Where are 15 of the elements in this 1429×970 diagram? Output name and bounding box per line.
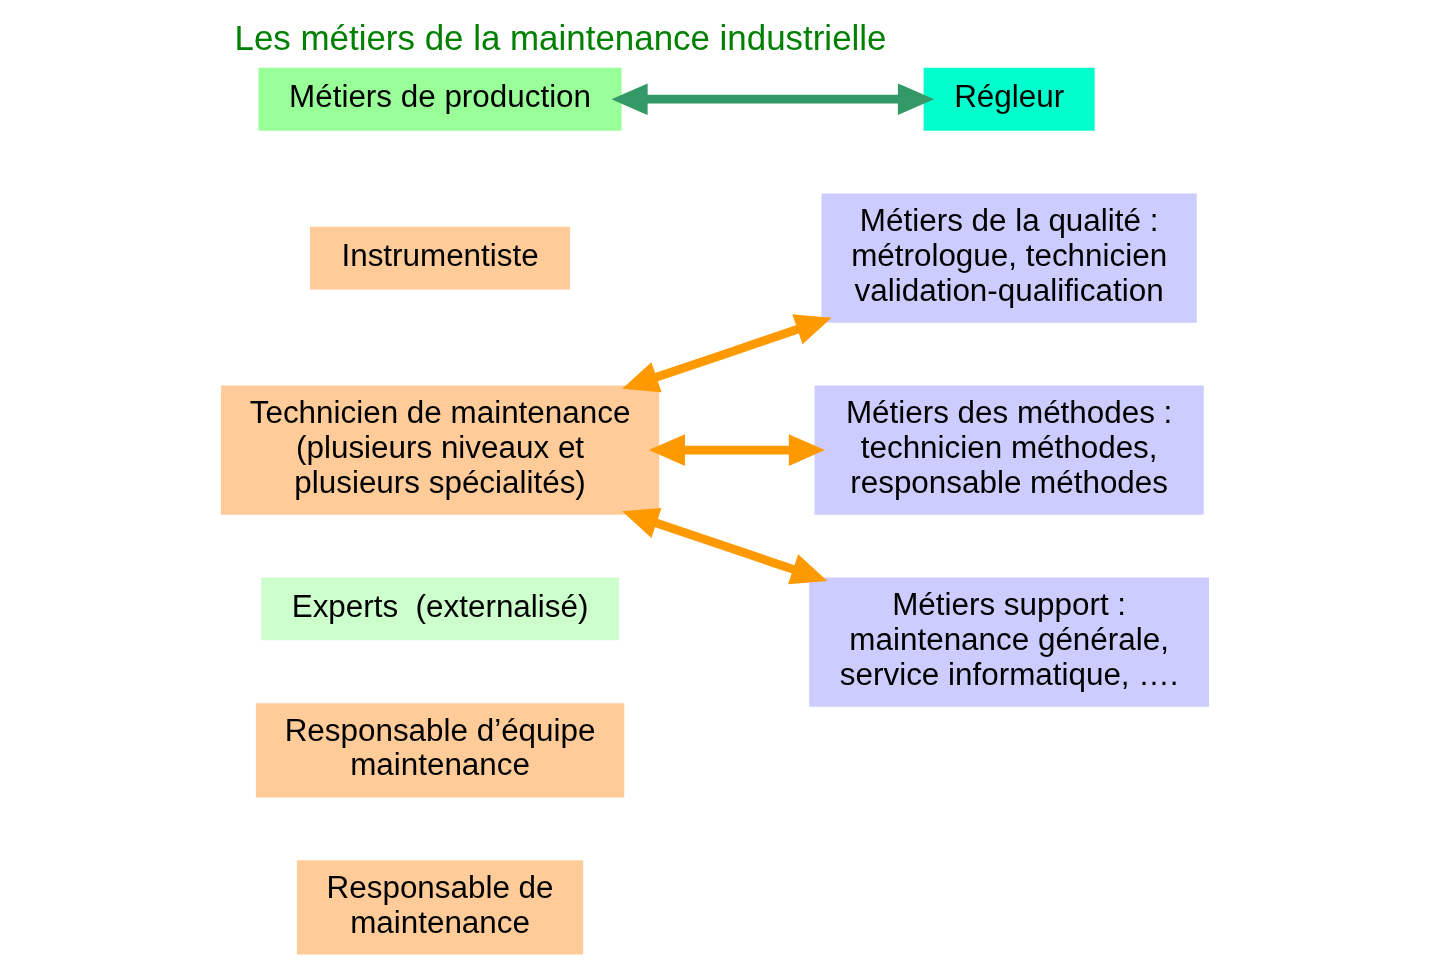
node-box: Responsable d’équipe maintenance [255, 703, 624, 798]
arrow [610, 83, 934, 116]
arrow [621, 507, 827, 585]
arrow [648, 434, 825, 466]
node-box: Métiers des méthodes : technicien méthodes, responsable méthodes [814, 385, 1204, 515]
node-box: Métiers de production [258, 67, 622, 131]
arrow [621, 314, 832, 393]
node-box: Responsable de maintenance [296, 860, 583, 955]
node-box: Régleur [923, 67, 1095, 131]
node-box: Métiers de la qualité : métrologue, technicien validation-qualification [821, 193, 1197, 323]
node-box: Métiers support : maintenance générale, service informatique, …. [808, 577, 1209, 707]
diagram-title: Les métiers de la maintenance industrielle [234, 18, 886, 58]
node-box: Experts (externalisé) [260, 577, 619, 641]
node-box: Instrumentiste [309, 226, 570, 290]
node-box: Technicien de maintenance (plusieurs niveaux et plusieurs spécialités) [220, 385, 659, 515]
